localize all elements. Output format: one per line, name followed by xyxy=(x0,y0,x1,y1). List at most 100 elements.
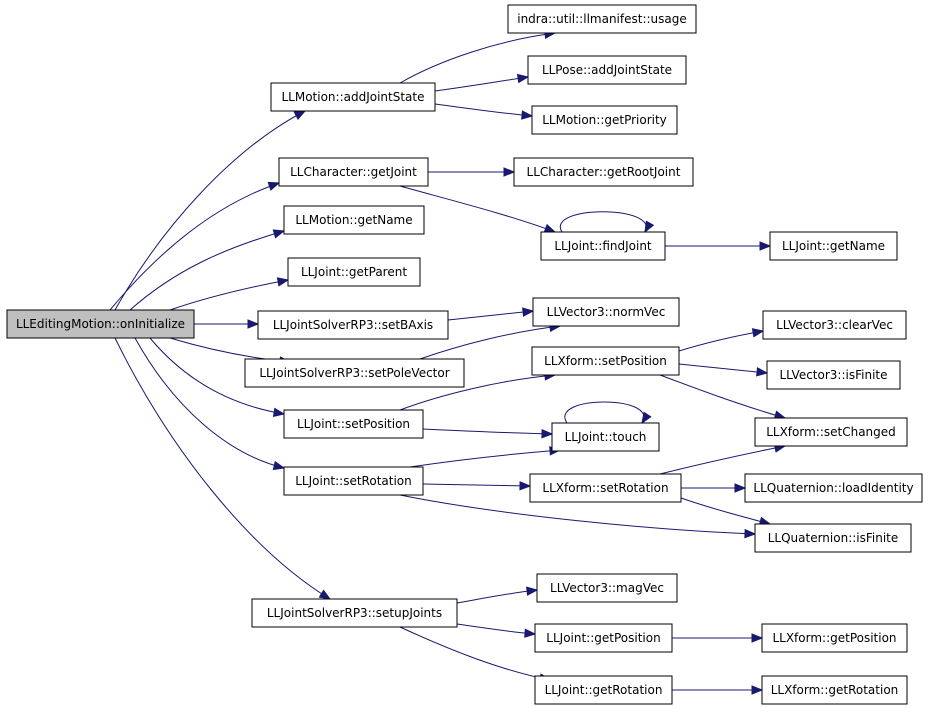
node-set-changed[interactable]: LLXform::setChanged xyxy=(754,417,908,447)
node-xform-set-rotation[interactable]: LLXform::setRotation xyxy=(529,473,682,503)
node-set-b-axis[interactable]: LLJointSolverRP3::setBAxis xyxy=(257,310,449,340)
node-box xyxy=(531,105,678,135)
arrowhead xyxy=(524,628,537,638)
node-box xyxy=(6,309,195,339)
edge-add_joint_state-to-pose_add_joint_state xyxy=(434,73,530,92)
node-setup-joints[interactable]: LLJointSolverRP3::setupJoints xyxy=(251,598,458,628)
arrowhead xyxy=(751,328,765,338)
edge-joint_set_rotation-to-quat_is_finite xyxy=(399,494,757,539)
arrowhead xyxy=(293,110,307,121)
node-joint-set-position[interactable]: LLJoint::setPosition xyxy=(283,409,424,439)
node-box xyxy=(532,297,680,327)
node-find-joint[interactable]: LLJoint::findJoint xyxy=(540,231,666,261)
node-label: indra::util::llmanifest::usage xyxy=(517,12,687,26)
node-character-get-root-joint[interactable]: LLCharacter::getRootJoint xyxy=(513,157,694,187)
edge-xform_set_position-to-set_changed xyxy=(659,374,787,420)
node-character-get-joint[interactable]: LLCharacter::getJoint xyxy=(278,157,429,187)
node-load-identity[interactable]: LLQuaternion::loadIdentity xyxy=(744,473,923,503)
edge-root-to-motion_get_name xyxy=(129,229,286,311)
node-label: LLMotion::getName xyxy=(295,213,412,227)
node-label: LLJoint::getPosition xyxy=(546,631,660,645)
node-box xyxy=(754,417,908,447)
edge-touch-to-touch xyxy=(564,401,652,425)
arrowhead xyxy=(516,73,530,84)
node-box xyxy=(536,573,678,603)
node-label: LLCharacter::getJoint xyxy=(290,165,417,179)
node-norm-vec[interactable]: LLVector3::normVec xyxy=(532,297,680,327)
node-label: LLMotion::getPriority xyxy=(542,113,667,127)
node-get-priority[interactable]: LLMotion::getPriority xyxy=(531,105,678,135)
edge-xform_set_position-to-vec_is_finite xyxy=(678,363,769,377)
node-box xyxy=(540,231,666,261)
arrowhead xyxy=(521,110,534,120)
arrowhead xyxy=(541,429,554,439)
node-label: LLJoint::getName xyxy=(782,239,885,253)
node-box xyxy=(283,409,424,439)
node-box xyxy=(766,360,901,390)
node-xform-get-rotation[interactable]: LLXform::getRotation xyxy=(761,675,908,705)
node-clear-vec[interactable]: LLVector3::clearVec xyxy=(762,310,907,340)
node-box xyxy=(761,675,908,705)
node-label: LLVector3::clearVec xyxy=(776,318,893,332)
node-joint-set-rotation[interactable]: LLJoint::setRotation xyxy=(283,466,424,496)
node-box xyxy=(531,346,680,376)
node-usage[interactable]: indra::util::llmanifest::usage xyxy=(507,4,697,34)
edge-root-to-add_joint_state xyxy=(114,110,307,311)
node-box xyxy=(270,82,436,112)
arrowhead xyxy=(543,223,557,233)
edge-find_joint-to-joint_get_name xyxy=(665,241,772,251)
node-label: LLQuaternion::isFinite xyxy=(768,531,899,545)
node-box xyxy=(283,205,425,235)
node-add-joint-state[interactable]: LLMotion::addJointState xyxy=(270,82,436,112)
arrowhead xyxy=(522,307,535,317)
arrowhead xyxy=(744,528,757,539)
edge-root-to-setup_joints xyxy=(114,337,332,600)
arrowhead xyxy=(318,589,332,600)
node-label: LLXform::getRotation xyxy=(771,683,899,697)
arrowhead xyxy=(734,483,747,493)
arrowhead xyxy=(272,460,286,471)
node-joint-get-parent[interactable]: LLJoint::getParent xyxy=(287,257,421,287)
arrowhead xyxy=(751,685,764,695)
node-label: LLJoint::touch xyxy=(565,430,647,444)
node-joint-get-name[interactable]: LLJoint::getName xyxy=(769,231,898,261)
node-box xyxy=(287,257,421,287)
arrowhead xyxy=(272,407,286,417)
arrowhead xyxy=(276,277,290,287)
node-box xyxy=(534,623,673,653)
edge-root-to-character_get_joint xyxy=(109,181,281,311)
edges xyxy=(109,29,787,695)
node-vec-is-finite[interactable]: LLVector3::isFinite xyxy=(766,360,901,390)
node-label: LLXform::setPosition xyxy=(544,354,667,368)
node-box xyxy=(513,157,694,187)
node-root: LLEditingMotion::onInitialize xyxy=(6,309,195,339)
node-joint-get-rotation[interactable]: LLJoint::getRotation xyxy=(534,675,673,705)
node-label: LLCharacter::getRootJoint xyxy=(527,165,681,179)
nodes: LLEditingMotion::onInitialize LLMotion::a… xyxy=(6,4,923,705)
node-box xyxy=(551,422,660,452)
node-joint-get-position[interactable]: LLJoint::getPosition xyxy=(534,623,673,653)
node-touch[interactable]: LLJoint::touch xyxy=(551,422,660,452)
node-label: LLVector3::normVec xyxy=(547,305,666,319)
edge-joint_get_position-to-xform_get_position xyxy=(672,633,764,643)
node-label: LLMotion::addJointState xyxy=(281,90,424,104)
node-label: LLJoint::getParent xyxy=(301,265,407,279)
node-xform-get-position[interactable]: LLXform::getPosition xyxy=(761,623,908,653)
arrowhead xyxy=(526,586,539,596)
node-set-pole-vector[interactable]: LLJointSolverRP3::setPoleVector xyxy=(244,358,465,388)
node-pose-add-joint-state[interactable]: LLPose::addJointState xyxy=(527,55,687,85)
node-box xyxy=(769,231,898,261)
node-xform-set-position[interactable]: LLXform::setPosition xyxy=(531,346,680,376)
arrowhead xyxy=(759,241,772,251)
edge-joint_set_rotation-to-xform_set_rotation xyxy=(422,481,532,491)
node-label: LLJoint::findJoint xyxy=(554,239,652,253)
arrowhead xyxy=(267,181,281,191)
arrowhead xyxy=(751,633,764,643)
node-mag-vec[interactable]: LLVector3::magVec xyxy=(536,573,678,603)
node-label: LLVector3::magVec xyxy=(550,581,664,595)
node-box xyxy=(534,675,673,705)
node-quat-is-finite[interactable]: LLQuaternion::isFinite xyxy=(754,523,912,553)
node-box xyxy=(761,623,908,653)
node-motion-get-name[interactable]: LLMotion::getName xyxy=(283,205,425,235)
edge-xform_set_position-to-clear_vec xyxy=(678,328,765,352)
